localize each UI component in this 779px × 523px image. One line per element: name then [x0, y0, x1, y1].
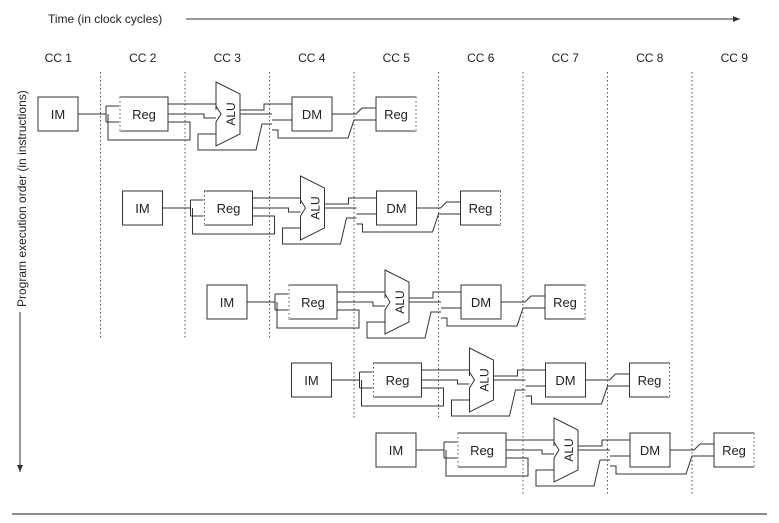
clock-cycle-label: CC 1 [45, 51, 73, 65]
reg-write-label: Reg [553, 295, 577, 310]
reg-read-label: Reg [386, 373, 410, 388]
reg-to-alu-top-wire [421, 369, 470, 376]
reg-feedback-wire [361, 380, 444, 407]
alu-stage-label: ALU [393, 290, 407, 313]
time-axis-label: Time (in clock cycles) [48, 12, 162, 26]
order-axis-label: Program execution order (in instructions… [15, 90, 29, 307]
alu-stage-label: ALU [224, 102, 238, 125]
im-stage-box [291, 362, 332, 398]
im-stage-box [206, 284, 248, 320]
reg-write-box [629, 362, 670, 398]
alu-bypass-wire [366, 311, 441, 339]
reg-read-box [288, 284, 338, 320]
reg-read-label: Reg [217, 201, 241, 216]
im-stage-label: IM [389, 443, 403, 458]
reg-to-alu-mid-wire [252, 207, 301, 213]
dm-stage-label: DM [555, 373, 575, 388]
clock-cycle-label: CC 5 [383, 51, 411, 65]
reg-to-alu-top-wire [337, 291, 386, 298]
dm-to-reg-wire [670, 443, 714, 451]
reg-feedback-wire [107, 114, 191, 141]
clock-cycle-label: CC 7 [552, 51, 580, 65]
reg-write-box [460, 190, 501, 226]
dm-stage-box [545, 362, 586, 398]
im-stage-label: IM [51, 107, 65, 122]
reg-feedback-wire [276, 302, 360, 329]
alu-stage-label: ALU [562, 438, 576, 461]
reg-to-alu-mid-wire [168, 113, 216, 119]
reg-write-label: Reg [384, 107, 408, 122]
dm-bypass-wire [441, 307, 545, 327]
alu-result-wire [578, 439, 630, 447]
instruction-row: IM Reg ALU DM Reg [122, 175, 502, 245]
reg-read-box [204, 190, 253, 226]
reg-write-box [713, 432, 755, 468]
dm-stage-box [460, 284, 502, 320]
reg-write-label: Reg [469, 201, 493, 216]
alu-result-wire [324, 197, 377, 205]
reg-write-box [375, 96, 417, 132]
dm-to-reg-wire [416, 201, 461, 209]
reg-read-box [457, 432, 507, 468]
reg-read-label: Reg [132, 107, 156, 122]
clock-cycle-label: CC 6 [467, 51, 495, 65]
clock-cycle-label: CC 4 [298, 51, 326, 65]
dm-stage-label: DM [640, 443, 660, 458]
alu-stage-label: ALU [309, 196, 323, 219]
im-stage-label: IM [220, 295, 234, 310]
reg-to-alu-mid-wire [506, 449, 554, 455]
dm-stage-box [291, 96, 333, 132]
reg-feedback-wire [445, 450, 529, 477]
clock-cycle-label: CC 2 [129, 51, 157, 65]
alu-bypass-wire [451, 389, 526, 417]
im-stage-box [375, 432, 417, 468]
instruction-row: IM Reg ALU DM Reg [375, 417, 755, 487]
dm-to-reg-wire [501, 295, 545, 303]
reg-write-label: Reg [638, 373, 662, 388]
instruction-row: IM Reg ALU DM Reg [291, 347, 671, 417]
dm-stage-label: DM [302, 107, 322, 122]
reg-to-alu-top-wire [506, 439, 555, 446]
instruction-row: IM Reg ALU DM Reg [206, 269, 586, 339]
reg-read-label: Reg [301, 295, 325, 310]
reg-to-alu-top-wire [168, 103, 217, 110]
alu-bypass-wire [535, 459, 610, 487]
reg-write-label: Reg [722, 443, 746, 458]
alu-result-wire [409, 291, 461, 299]
alu-bypass-wire [197, 123, 272, 151]
clock-cycle-labels: CC 1 CC 2 CC 3 CC 4 CC 5 CC 6 CC 7 CC 8 CC 9 [45, 51, 749, 65]
instruction-row: IM Reg ALU DM Reg [37, 81, 417, 151]
alu-stage-label: ALU [478, 368, 492, 391]
clock-cycle-label: CC 9 [721, 51, 749, 65]
dm-stage-label: DM [471, 295, 491, 310]
dm-bypass-wire [272, 119, 376, 139]
dm-to-reg-wire [332, 107, 376, 115]
clock-cycle-label: CC 8 [636, 51, 664, 65]
dm-to-reg-wire [585, 373, 630, 381]
alu-bypass-wire [282, 217, 357, 245]
reg-read-label: Reg [470, 443, 494, 458]
alu-result-wire [493, 369, 546, 377]
reg-read-box [373, 362, 422, 398]
reg-write-box [544, 284, 586, 320]
dm-bypass-wire [525, 385, 630, 405]
reg-to-alu-mid-wire [337, 301, 385, 307]
im-stage-box [37, 96, 79, 132]
reg-feedback-wire [192, 208, 275, 235]
im-stage-label: IM [135, 201, 149, 216]
reg-to-alu-mid-wire [421, 379, 470, 385]
cycle-dividers [100, 72, 693, 494]
im-stage-label: IM [304, 373, 318, 388]
dm-bypass-wire [610, 455, 714, 475]
dm-bypass-wire [356, 213, 461, 233]
im-stage-box [122, 190, 163, 226]
alu-result-wire [240, 103, 292, 111]
reg-to-alu-top-wire [252, 197, 301, 204]
clock-cycle-label: CC 3 [214, 51, 242, 65]
dm-stage-label: DM [386, 201, 406, 216]
